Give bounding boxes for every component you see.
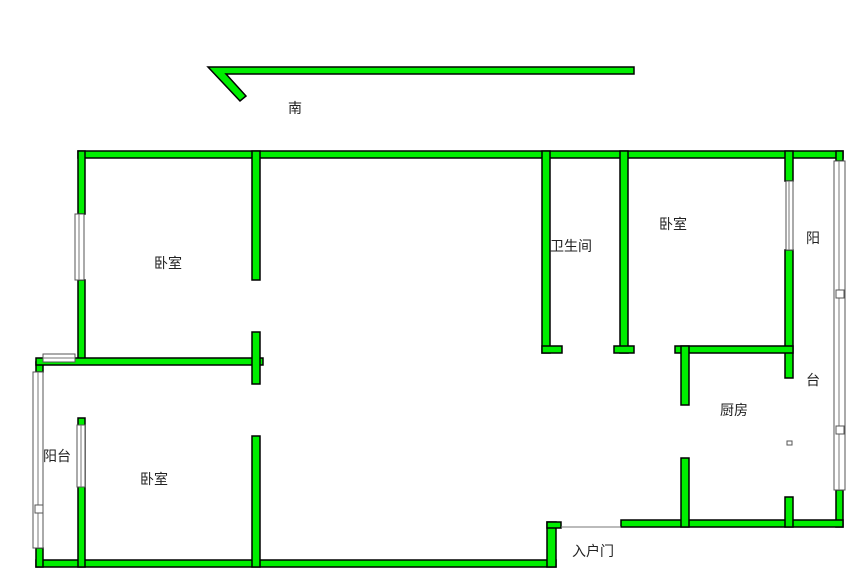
wall-bedroom-bottom-left [77, 417, 86, 568]
room-label-balcony-right-bottom: 台 [806, 373, 820, 389]
wall-bottom-left [35, 559, 557, 568]
wall-left-upper-2 [77, 279, 86, 365]
wall-top [77, 150, 844, 159]
entrance-label: 入户门 [572, 543, 614, 560]
room-label-balcony-left: 阳台 [43, 449, 71, 465]
direction-arrow [206, 66, 635, 103]
wall-door-jamb-cap [546, 521, 562, 529]
wall-bath-right [619, 150, 629, 354]
wall-kitchen-top [674, 345, 794, 354]
wall-left-vertical-mid [251, 331, 261, 385]
wall-bottom-right [620, 519, 844, 528]
wall-kitchen-right-lower [784, 496, 794, 528]
wall-right-top [835, 150, 844, 162]
window-balcony-top [42, 353, 76, 363]
wall-bedroom-divider [35, 357, 264, 366]
wall-right-bedroom-east-2 [784, 249, 794, 379]
wall-bath-right-foot [613, 345, 635, 354]
window-left-bedroom [74, 213, 85, 281]
wall-kitchen-left-lower [680, 457, 690, 528]
window-left-balcony [32, 371, 44, 549]
wall-balcony-left-outer-2 [35, 547, 44, 568]
room-label-bedroom-top-left: 卧室 [154, 255, 182, 272]
wall-right-bedroom-east [784, 150, 794, 182]
wall-left-vertical-upper [251, 150, 261, 281]
window-left-bedroom-lower [76, 424, 86, 488]
compass-label: 南 [288, 101, 302, 117]
wall-left-vertical-lower [251, 435, 261, 568]
wall-bath-left-foot [541, 345, 563, 354]
window-right-bedroom [785, 180, 794, 251]
window-right-balcony [833, 160, 846, 491]
room-label-bedroom-bottom-left: 卧室 [140, 471, 168, 488]
room-label-bedroom-right: 卧室 [659, 216, 687, 233]
kitchen-fixture [786, 440, 793, 446]
room-label-balcony-right-top: 阳 [806, 231, 820, 247]
wall-bath-left [541, 150, 551, 354]
wall-kitchen-left-upper [680, 345, 690, 406]
room-label-bathroom: 卫生间 [550, 239, 592, 255]
room-label-kitchen: 厨房 [720, 403, 748, 419]
wall-left-upper [77, 150, 86, 215]
